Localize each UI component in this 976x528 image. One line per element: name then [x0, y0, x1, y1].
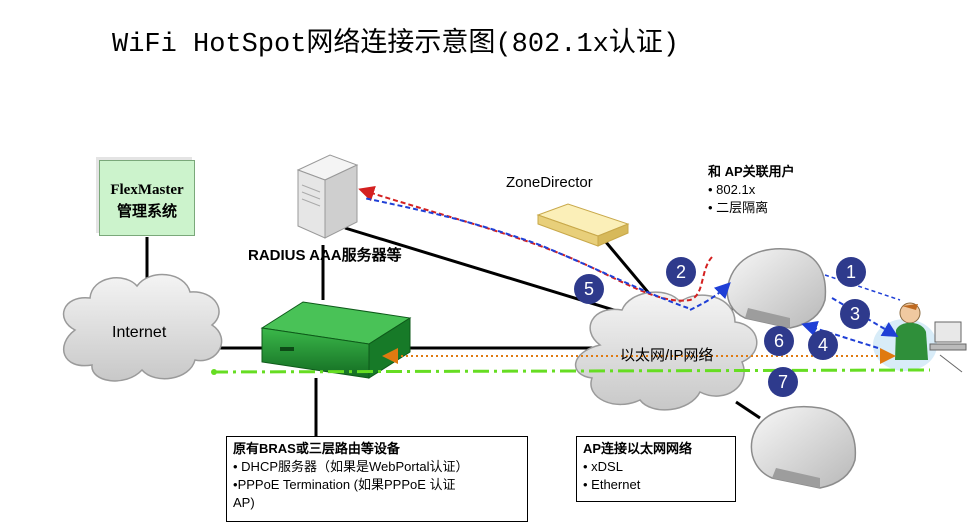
zonedirector-label: ZoneDirector: [506, 174, 593, 191]
bras-note-item: • DHCP服务器（如果是WebPortal认证）: [233, 459, 469, 474]
blue-path-1: [824, 274, 901, 301]
ethernet-cloud-label: 以太网/IP网络: [620, 347, 714, 364]
access-point-2-icon: [750, 405, 857, 489]
radius-label: RADIUS AAA服务器等: [248, 247, 402, 264]
ap-ethernet-note-item: • xDSL: [583, 459, 623, 474]
ap-user-note-title: 和 AP关联用户: [708, 164, 795, 179]
step-4-badge: 4: [808, 330, 838, 360]
flexmaster-line2: 管理系统: [116, 204, 177, 220]
flexmaster-box: FlexMaster 管理系统: [99, 160, 195, 236]
bras-note: 原有BRAS或三层路由等设备 • DHCP服务器（如果是WebPortal认证）…: [226, 436, 528, 522]
ap-ethernet-note-title: AP连接以太网网络: [583, 441, 693, 456]
diagram-title: WiFi HotSpot网络连接示意图(802.1x认证): [112, 30, 680, 60]
link-ethernet-ap2: [735, 400, 761, 420]
bras-note-title: 原有BRAS或三层路由等设备: [233, 441, 400, 456]
access-point-1-icon: [726, 248, 827, 329]
internet-label: Internet: [112, 324, 167, 341]
bras-device-icon: [260, 301, 412, 379]
ap-ethernet-note-item: • Ethernet: [583, 477, 641, 492]
wireless-user-icon: [873, 302, 967, 373]
blue-path-ap: [689, 282, 731, 311]
ap-user-note: 和 AP关联用户 • 802.1x • 二层隔离: [708, 163, 838, 217]
red-auth-path: [358, 186, 713, 302]
bras-note-item-cont: AP): [233, 495, 255, 510]
ap-ethernet-note: AP连接以太网网络 • xDSL • Ethernet: [576, 436, 736, 502]
auth-paths: [211, 186, 931, 375]
step-1-badge: 1: [836, 257, 866, 287]
bras-note-item: •PPPoE Termination (如果PPPoE 认证: [233, 477, 456, 492]
step-7-badge: 7: [768, 367, 798, 397]
internet-cloud: [62, 273, 223, 382]
ap-user-note-item: • 二层隔离: [708, 200, 769, 215]
step-2-badge: 2: [666, 257, 696, 287]
green-data-path: [211, 368, 931, 374]
ap-user-note-item: • 802.1x: [708, 182, 756, 197]
step-6-badge: 6: [764, 326, 794, 356]
blue-auth-path: [363, 197, 689, 309]
flexmaster-line1: FlexMaster: [110, 182, 184, 198]
step-3-badge: 3: [840, 299, 870, 329]
step-5-badge: 5: [574, 274, 604, 304]
blue-path-4: [801, 320, 879, 349]
radius-server-icon: [296, 154, 359, 239]
zonedirector-icon: [536, 203, 630, 247]
